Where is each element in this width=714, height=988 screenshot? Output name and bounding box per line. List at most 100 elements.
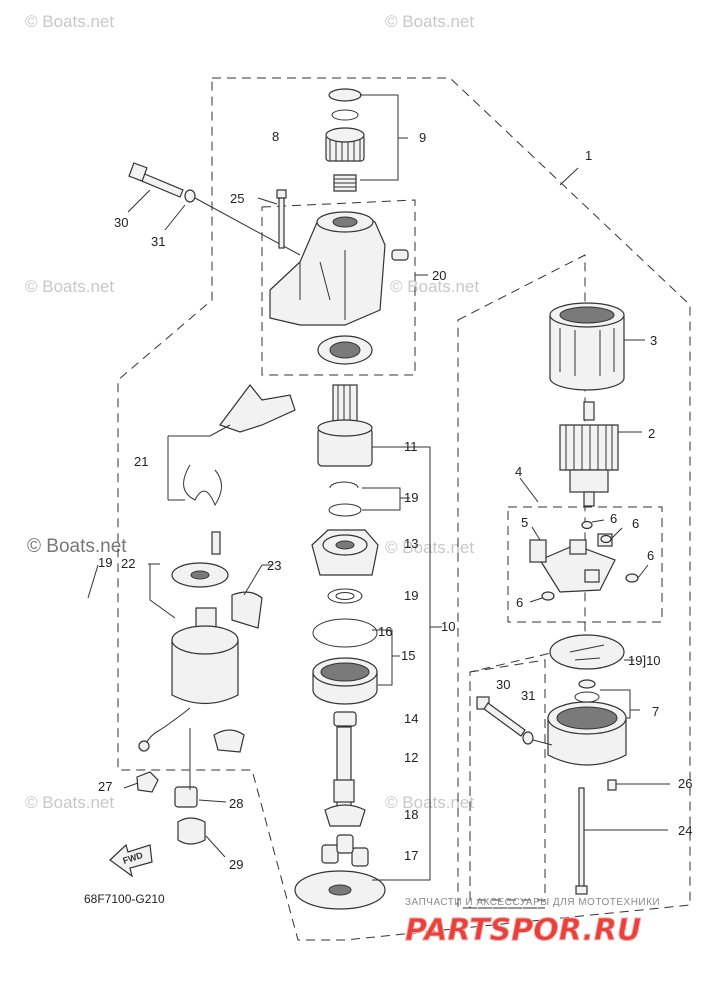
gasket-16: [312, 618, 378, 648]
callout: 28: [229, 796, 243, 811]
housing-pin: [391, 249, 409, 261]
washer-ring: [328, 88, 362, 102]
lever-spring: [183, 464, 222, 507]
leader: [257, 197, 278, 205]
brand-tagline: ЗАПЧАСТИ И АКСЕССУАРЫ ДЛЯ МОТОТЕХНИКИ: [405, 897, 660, 908]
callout: 24: [678, 823, 692, 838]
bushing: [578, 679, 596, 689]
callout: 6: [516, 595, 523, 610]
terminal-parts: [123, 728, 227, 858]
callout: 6: [632, 516, 639, 531]
assembly-boundary: [117, 77, 691, 941]
bolt-head: [575, 885, 588, 895]
callout: 15: [401, 648, 415, 663]
bracket-9: [360, 94, 408, 181]
callout: 26: [678, 776, 692, 791]
callout: 13: [404, 536, 418, 551]
callout: 2: [648, 426, 655, 441]
leader: [243, 564, 272, 596]
bolt-shank: [578, 787, 585, 889]
callout: 1: [585, 148, 592, 163]
watermark: © Boats.net: [385, 12, 474, 31]
bolt-group-top: [127, 162, 301, 256]
armature-windings: [565, 425, 613, 470]
commutator: [569, 469, 609, 493]
terminal: [529, 539, 547, 563]
snap-ring: [331, 109, 359, 121]
shaft-gear: [333, 779, 355, 803]
yoke-side: [549, 315, 625, 391]
bolt-30: [483, 702, 526, 737]
callout: 19]10: [628, 653, 661, 668]
callout: 3: [650, 333, 657, 348]
callout: 30: [114, 215, 128, 230]
spring-6: [581, 520, 593, 530]
callout: 31: [151, 234, 165, 249]
armature-2: [559, 401, 642, 507]
bearing-inner: [329, 341, 361, 359]
leader: [148, 563, 176, 619]
solenoid-lead: [144, 707, 191, 746]
callout: 19: [404, 588, 418, 603]
callout: 27: [98, 779, 112, 794]
brand-logo: PARTSPOR.RU: [405, 913, 641, 948]
clutch-top: [317, 419, 373, 437]
spring-6: [541, 591, 555, 601]
watermark-large: © Boats.net: [27, 536, 127, 557]
callout: 29: [229, 857, 243, 872]
gear-carrier-13: [311, 529, 379, 576]
shaft-plate: [324, 804, 366, 827]
yoke-magnets: [559, 328, 615, 376]
diagram-code: 68F7100-G210: [84, 892, 165, 906]
planet-gears-18: [321, 834, 369, 867]
watermark: © Boats.net: [25, 277, 114, 296]
ring: [328, 503, 362, 517]
spring-6: [625, 573, 639, 583]
leader: [532, 739, 553, 746]
callout: 16: [378, 624, 392, 639]
bolt-head: [276, 189, 287, 199]
through-bolt-24: [575, 787, 668, 895]
lever: [219, 384, 296, 433]
washer-31: [522, 731, 534, 745]
oring: [574, 691, 600, 703]
plunger-pin: [211, 531, 221, 555]
terminal-28: [174, 786, 198, 808]
leader: [127, 189, 186, 231]
planet-gear: [351, 847, 369, 867]
bracket-7: [600, 689, 640, 719]
gear-top: [325, 127, 365, 143]
callout: 7: [652, 704, 659, 719]
leader: [87, 564, 99, 599]
brush: [584, 569, 600, 583]
washer-31: [184, 189, 196, 203]
nut-27: [136, 771, 159, 793]
bracket-19: [362, 487, 410, 511]
planet-gear: [336, 834, 354, 854]
shaft-12: [324, 726, 366, 827]
callout: 6: [610, 511, 617, 526]
brush: [569, 539, 587, 555]
spring-6: [600, 534, 612, 544]
plunger-group: [148, 531, 272, 629]
housing-bore: [332, 216, 358, 228]
plunger-hole: [190, 570, 210, 580]
armature-shaft: [583, 401, 595, 421]
callout: 11: [404, 439, 418, 454]
front-housing-20: [269, 211, 428, 326]
callout: 22: [121, 556, 135, 571]
callout: 20: [432, 268, 446, 283]
ring-gear-bore: [320, 662, 370, 682]
fwd-arrow-icon: FWD: [109, 843, 153, 878]
watermark: © Boats.net: [390, 277, 479, 296]
leaders: [529, 519, 649, 603]
callout: 14: [404, 711, 418, 726]
yoke-3: [549, 302, 645, 391]
washer-19-hole: [335, 592, 355, 600]
callout: 9: [419, 130, 426, 145]
snap-ring: [329, 481, 359, 489]
plate: [549, 634, 625, 670]
brush-holder-4: [519, 477, 649, 603]
